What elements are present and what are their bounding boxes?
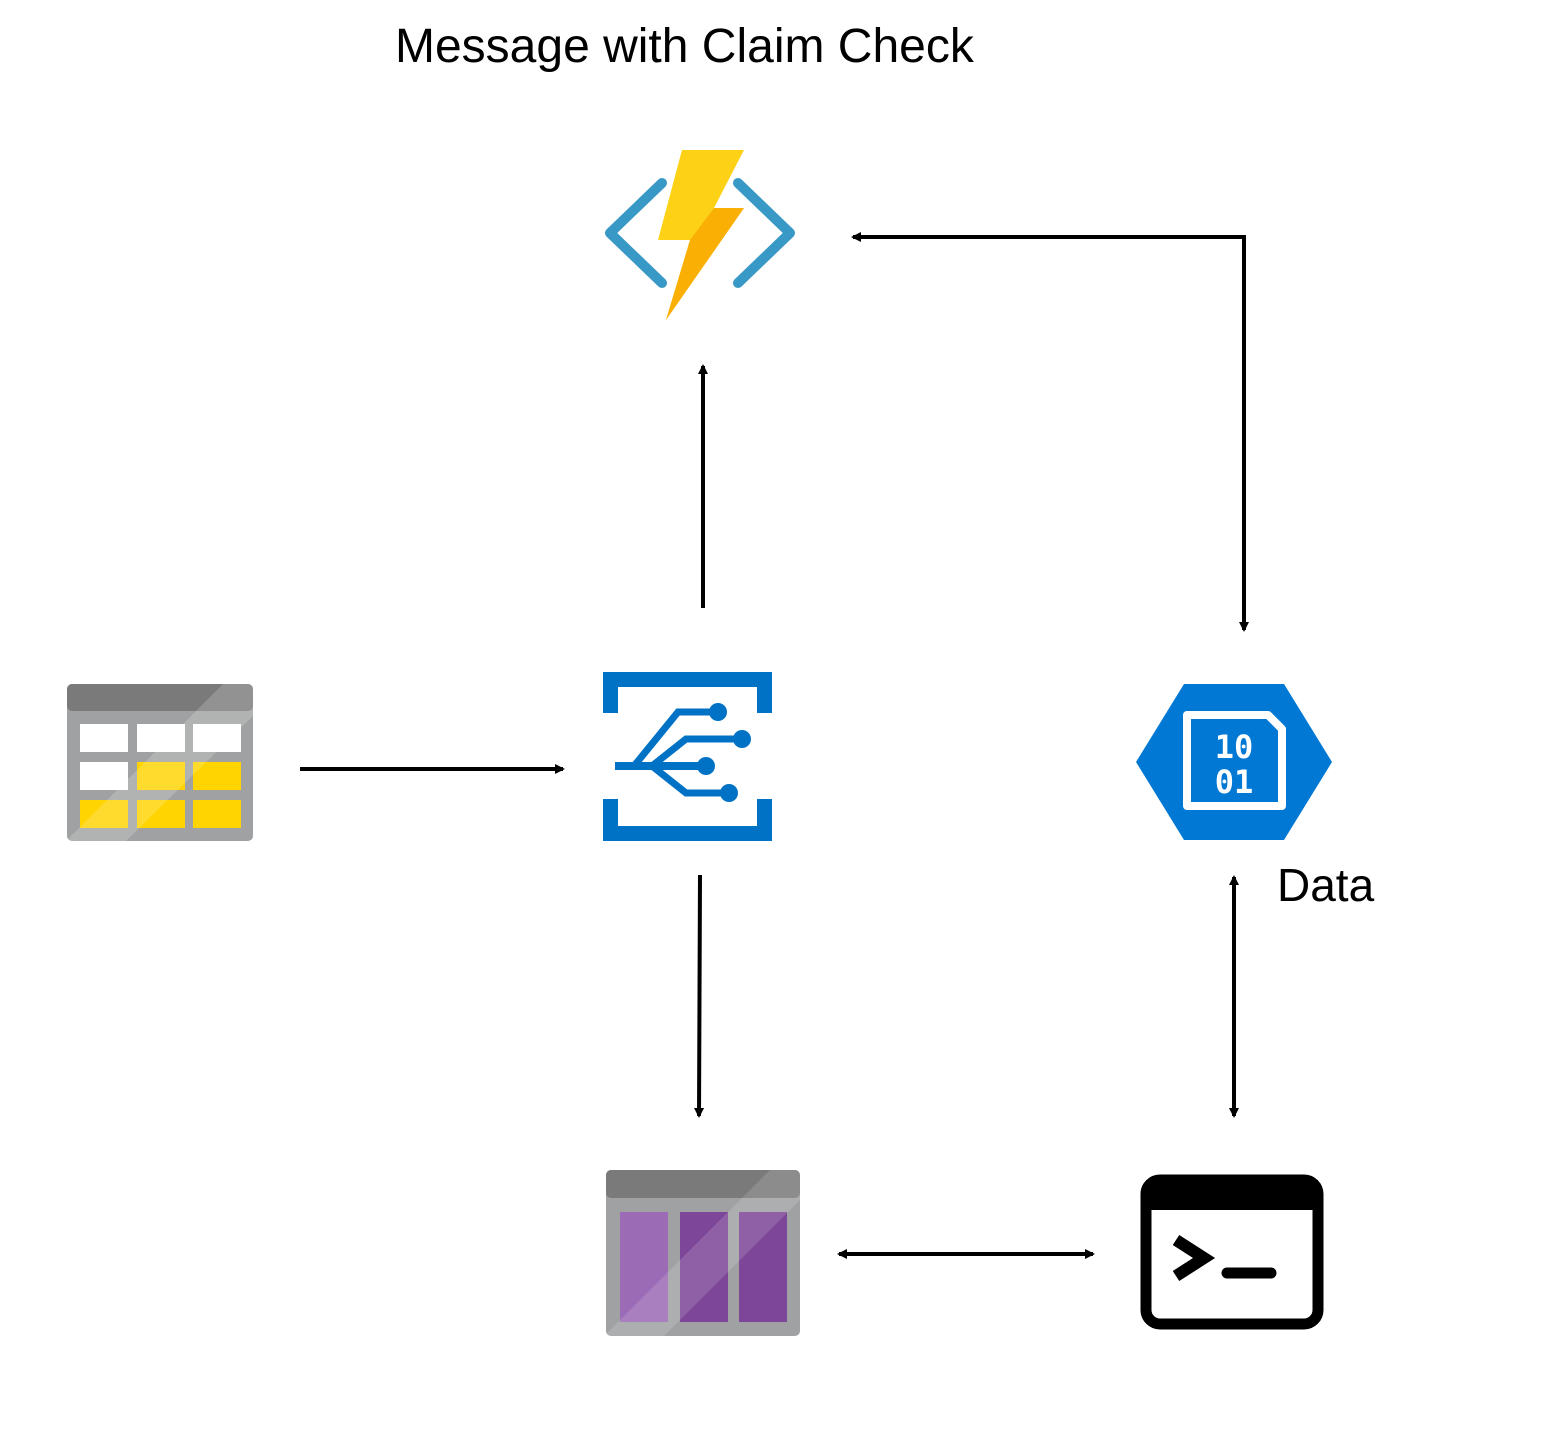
arrow-function-data-bidirectional	[851, 232, 1249, 632]
azure-function-icon	[605, 150, 795, 320]
storage-queue-icon	[606, 1170, 800, 1336]
data-node-label: Data	[1277, 859, 1375, 911]
arrow-eventgrid-to-queue	[694, 874, 705, 1118]
diagram-title: Message with Claim Check	[395, 20, 974, 73]
blob-bits-top: 10	[1215, 728, 1254, 766]
console-app-icon	[1140, 1174, 1324, 1330]
storage-table-icon	[67, 684, 253, 841]
blob-data-icon: 10 01	[1136, 684, 1332, 840]
event-grid-icon	[603, 672, 772, 841]
blob-bits-bottom: 01	[1215, 763, 1254, 801]
